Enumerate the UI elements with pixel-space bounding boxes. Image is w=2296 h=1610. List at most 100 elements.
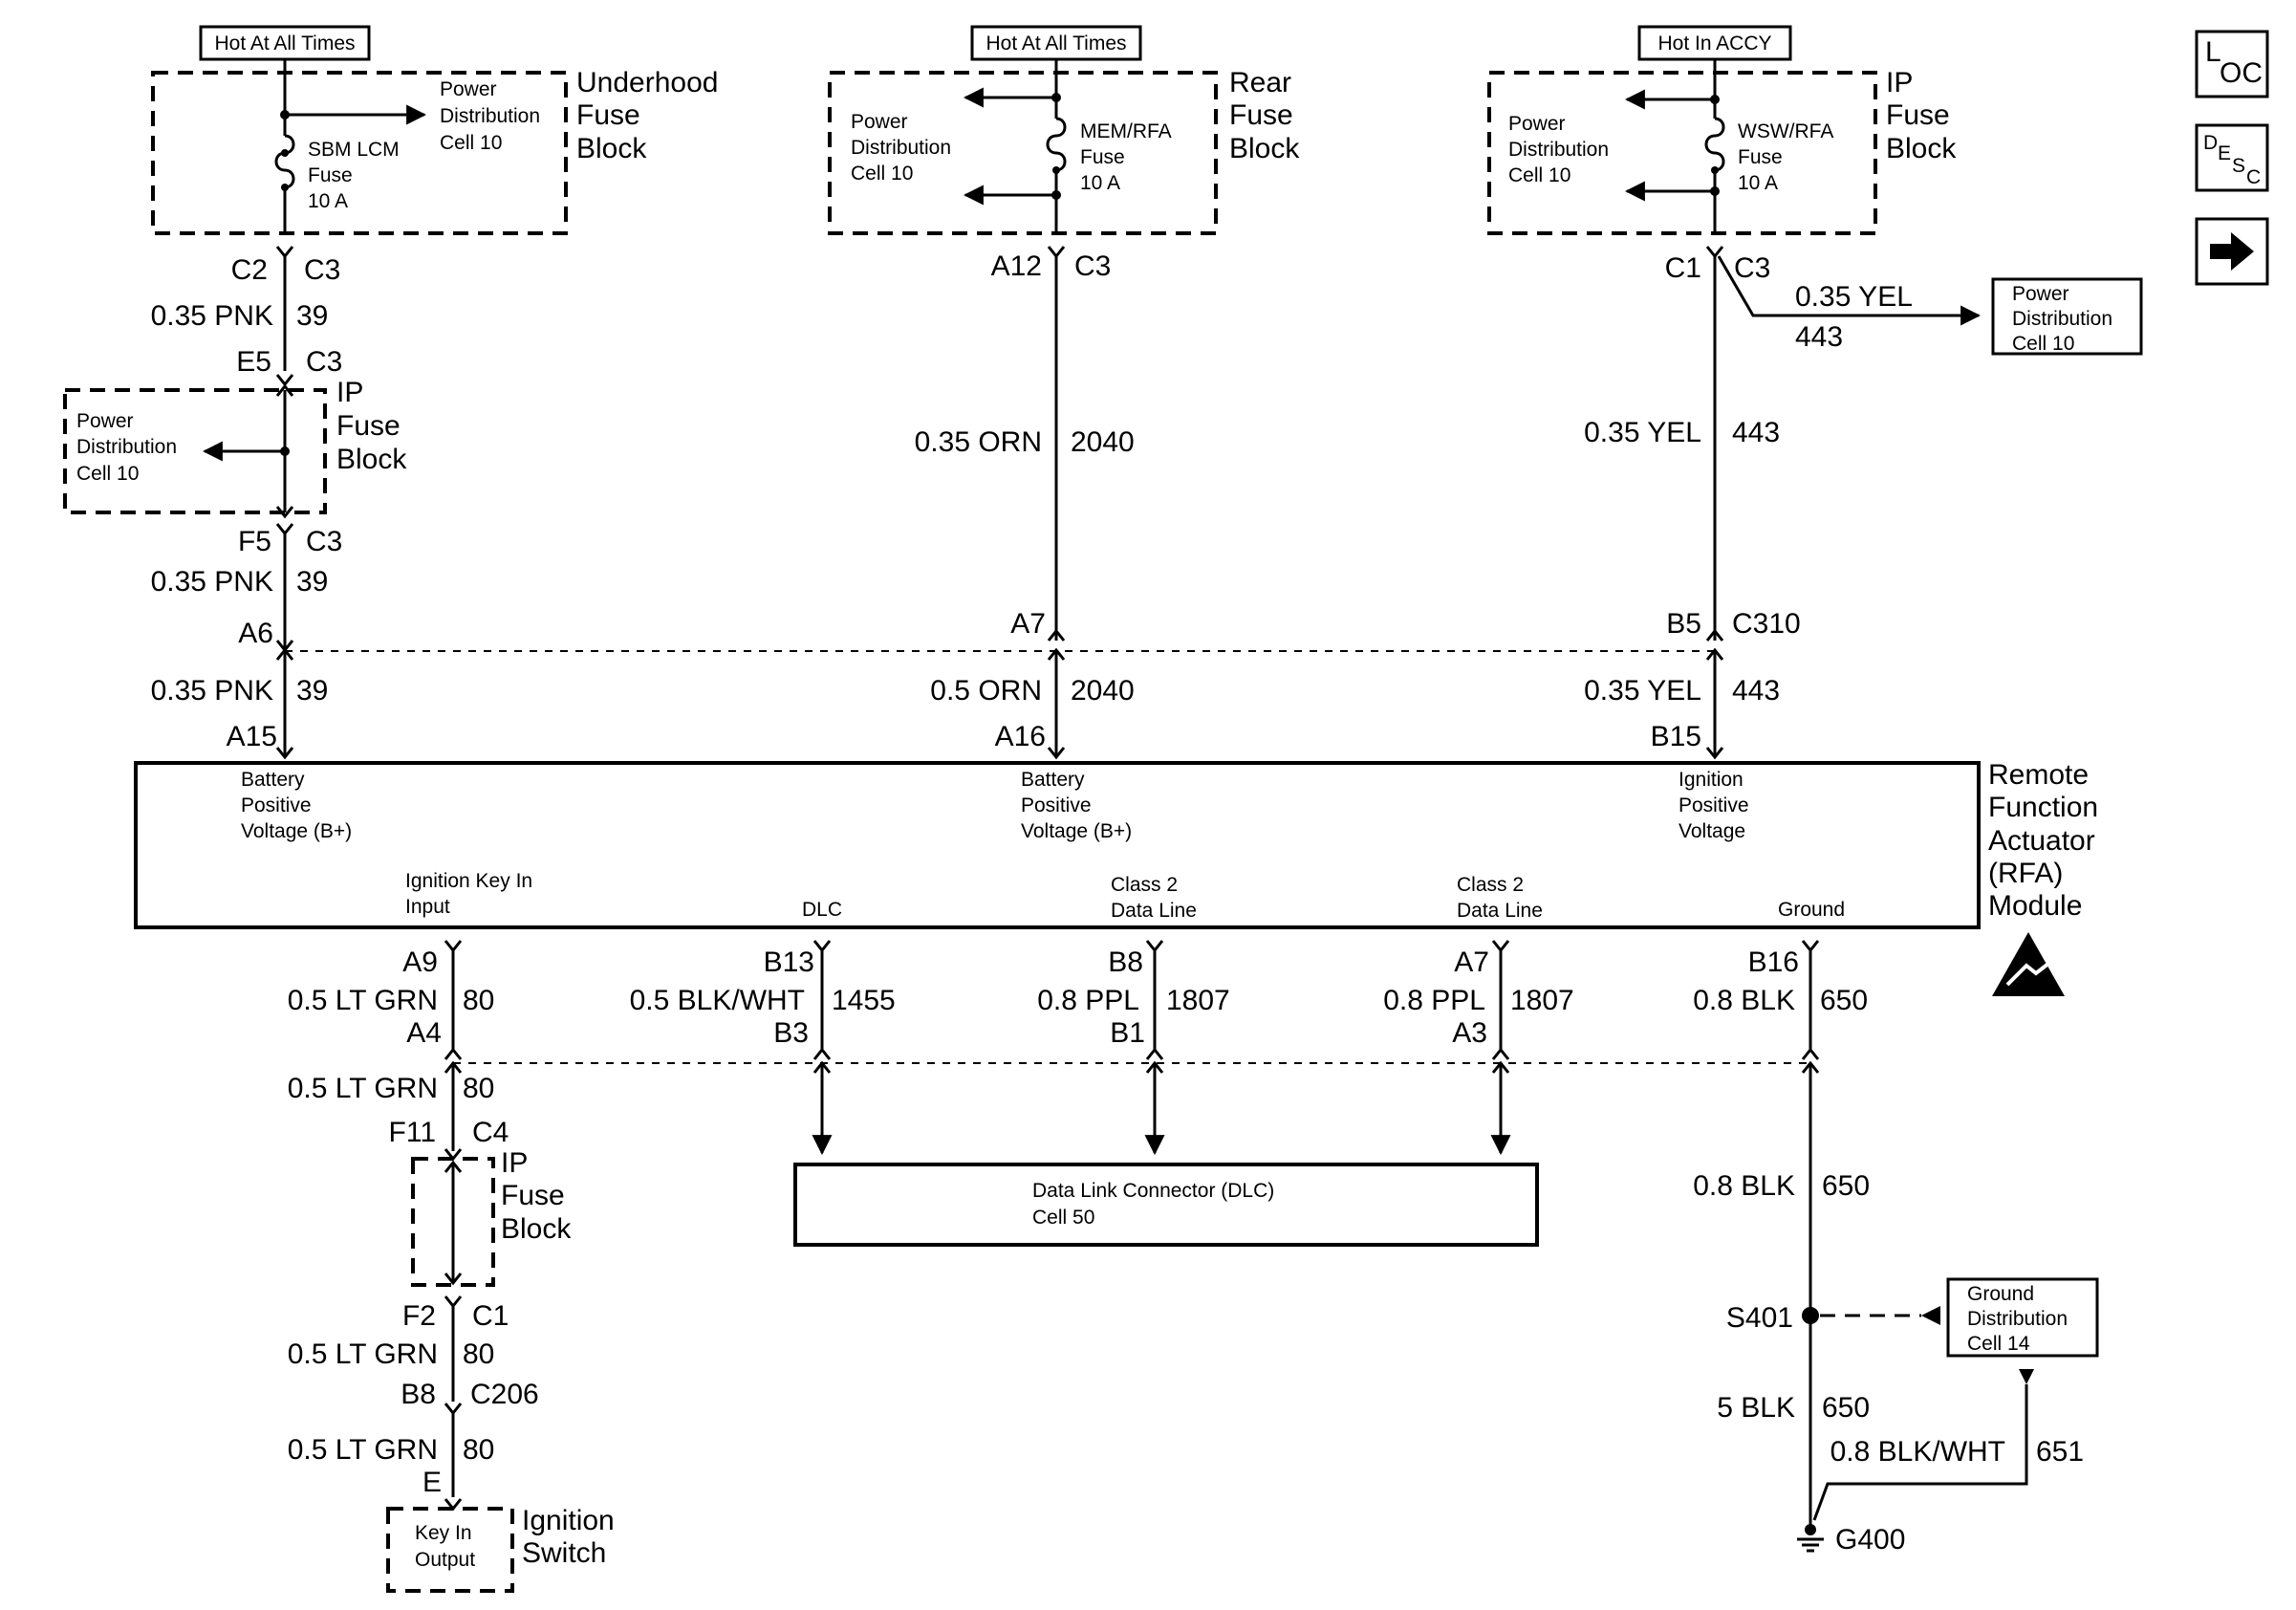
underhood-label-1: Underhood bbox=[576, 67, 718, 98]
svg-text:10 A: 10 A bbox=[308, 190, 348, 212]
svg-text:Cell 10: Cell 10 bbox=[851, 163, 913, 185]
svg-text:B13: B13 bbox=[764, 946, 814, 978]
svg-text:651: 651 bbox=[2036, 1436, 2084, 1468]
svg-text:0.8 BLK: 0.8 BLK bbox=[1693, 1170, 1795, 1202]
svg-text:C2: C2 bbox=[231, 254, 268, 286]
svg-text:A7: A7 bbox=[1454, 946, 1489, 978]
svg-text:Cell 14: Cell 14 bbox=[1967, 1333, 2030, 1355]
svg-text:Fuse: Fuse bbox=[1738, 146, 1783, 168]
rfa-module-box bbox=[134, 761, 1981, 929]
svg-text:0.35 YEL: 0.35 YEL bbox=[1584, 675, 1701, 707]
ground-icon bbox=[1797, 1524, 1824, 1553]
svg-text:Distribution: Distribution bbox=[1508, 139, 1609, 161]
svg-text:Ignition Key In: Ignition Key In bbox=[405, 870, 532, 892]
svg-text:0.35 PNK: 0.35 PNK bbox=[151, 566, 273, 598]
svg-text:WSW/RFA: WSW/RFA bbox=[1738, 120, 1833, 142]
desc-button[interactable]: D E S C bbox=[2195, 123, 2269, 192]
svg-text:0.8 PPL: 0.8 PPL bbox=[1037, 985, 1139, 1016]
svg-text:E: E bbox=[422, 1467, 442, 1498]
svg-text:Data Line: Data Line bbox=[1111, 900, 1197, 922]
svg-text:80: 80 bbox=[463, 985, 494, 1016]
svg-text:Actuator: Actuator bbox=[1988, 825, 2095, 857]
svg-text:Output: Output bbox=[415, 1549, 475, 1571]
svg-text:C3: C3 bbox=[1074, 250, 1111, 282]
svg-text:Power: Power bbox=[440, 78, 497, 100]
svg-text:Cell 10: Cell 10 bbox=[76, 463, 139, 485]
svg-text:650: 650 bbox=[1820, 985, 1868, 1016]
svg-text:5 BLK: 5 BLK bbox=[1717, 1392, 1795, 1424]
power-distribution-cell-10-box: Power Distribution Cell 10 bbox=[1991, 277, 2143, 356]
svg-text:0.5 LT GRN: 0.5 LT GRN bbox=[288, 985, 438, 1016]
svg-text:1455: 1455 bbox=[832, 985, 896, 1016]
ip-fuse-block-low bbox=[411, 1157, 495, 1287]
svg-text:0.35 YEL: 0.35 YEL bbox=[1584, 417, 1701, 448]
svg-text:39: 39 bbox=[296, 566, 328, 598]
svg-text:A16: A16 bbox=[995, 721, 1046, 752]
svg-text:Remote: Remote bbox=[1988, 759, 2089, 791]
svg-text:DLC: DLC bbox=[802, 899, 842, 921]
loc-button[interactable]: L OC bbox=[2195, 30, 2269, 98]
desc-letter-e: E bbox=[2218, 142, 2231, 164]
svg-text:0.8 BLK/WHT: 0.8 BLK/WHT bbox=[1830, 1436, 2005, 1468]
svg-text:Block: Block bbox=[1229, 133, 1300, 164]
svg-text:650: 650 bbox=[1822, 1170, 1870, 1202]
svg-text:Data Link Connector (DLC): Data Link Connector (DLC) bbox=[1032, 1180, 1274, 1202]
svg-text:C310: C310 bbox=[1732, 608, 1801, 640]
svg-text:Battery: Battery bbox=[241, 769, 305, 791]
desc-letter-s: S bbox=[2232, 155, 2245, 177]
svg-text:Hot At All Times: Hot At All Times bbox=[986, 33, 1126, 54]
svg-text:F5: F5 bbox=[238, 526, 271, 557]
fuse-icon bbox=[274, 134, 295, 189]
svg-text:10 A: 10 A bbox=[1080, 172, 1120, 194]
svg-text:C1: C1 bbox=[1665, 252, 1701, 284]
svg-text:0.5 LT GRN: 0.5 LT GRN bbox=[288, 1338, 438, 1370]
svg-text:A7: A7 bbox=[1010, 608, 1046, 640]
svg-text:0.35 ORN: 0.35 ORN bbox=[915, 426, 1042, 458]
svg-text:Rear: Rear bbox=[1229, 67, 1291, 98]
underhood-fuse-block bbox=[151, 71, 568, 235]
svg-text:Positive: Positive bbox=[1021, 794, 1092, 816]
svg-text:A6: A6 bbox=[238, 618, 273, 649]
svg-text:Ignition: Ignition bbox=[522, 1505, 615, 1536]
svg-text:650: 650 bbox=[1822, 1392, 1870, 1424]
svg-text:Battery: Battery bbox=[1021, 769, 1085, 791]
svg-text:Hot At All Times: Hot At All Times bbox=[214, 33, 355, 54]
svg-text:B8: B8 bbox=[1108, 946, 1143, 978]
svg-text:0.5 LT GRN: 0.5 LT GRN bbox=[288, 1073, 438, 1104]
svg-text:Fuse: Fuse bbox=[1080, 146, 1125, 168]
svg-text:Distribution: Distribution bbox=[851, 137, 951, 159]
svg-text:0.8 BLK: 0.8 BLK bbox=[1693, 985, 1795, 1016]
svg-text:443: 443 bbox=[1732, 675, 1780, 707]
svg-text:S401: S401 bbox=[1726, 1302, 1793, 1334]
arrow-right-icon bbox=[2210, 232, 2254, 271]
svg-text:Fuse: Fuse bbox=[501, 1180, 565, 1211]
svg-text:0.35 PNK: 0.35 PNK bbox=[151, 300, 273, 332]
svg-text:SBM LCM: SBM LCM bbox=[308, 139, 400, 161]
svg-text:C4: C4 bbox=[472, 1117, 509, 1148]
svg-text:10 A: 10 A bbox=[1738, 172, 1778, 194]
svg-text:80: 80 bbox=[463, 1073, 494, 1104]
svg-text:443: 443 bbox=[1732, 417, 1780, 448]
hot-at-all-times-tag-1: Hot At All Times bbox=[199, 25, 371, 61]
svg-text:B8: B8 bbox=[401, 1379, 436, 1410]
svg-text:Distribution: Distribution bbox=[440, 105, 540, 127]
svg-text:Ground: Ground bbox=[1778, 899, 1845, 921]
svg-text:B1: B1 bbox=[1110, 1017, 1145, 1049]
underhood-label-3: Block bbox=[576, 133, 647, 164]
fuse-icon bbox=[1704, 117, 1725, 172]
svg-text:0.35 PNK: 0.35 PNK bbox=[151, 675, 273, 707]
desc-letter-c: C bbox=[2246, 166, 2261, 188]
svg-text:2040: 2040 bbox=[1071, 675, 1135, 707]
svg-text:Fuse: Fuse bbox=[1229, 99, 1293, 131]
desc-letter-d: D bbox=[2203, 132, 2218, 154]
svg-text:80: 80 bbox=[463, 1434, 494, 1466]
svg-text:Distribution: Distribution bbox=[76, 436, 177, 458]
svg-text:G400: G400 bbox=[1835, 1524, 1905, 1556]
svg-text:Cell 10: Cell 10 bbox=[1508, 164, 1570, 186]
next-page-button[interactable] bbox=[2195, 217, 2269, 286]
data-link-connector-box: Data Link Connector (DLC) Cell 50 bbox=[793, 1163, 1539, 1247]
svg-text:Data Line: Data Line bbox=[1457, 900, 1543, 922]
svg-text:C1: C1 bbox=[472, 1300, 509, 1332]
svg-text:A12: A12 bbox=[991, 250, 1042, 282]
